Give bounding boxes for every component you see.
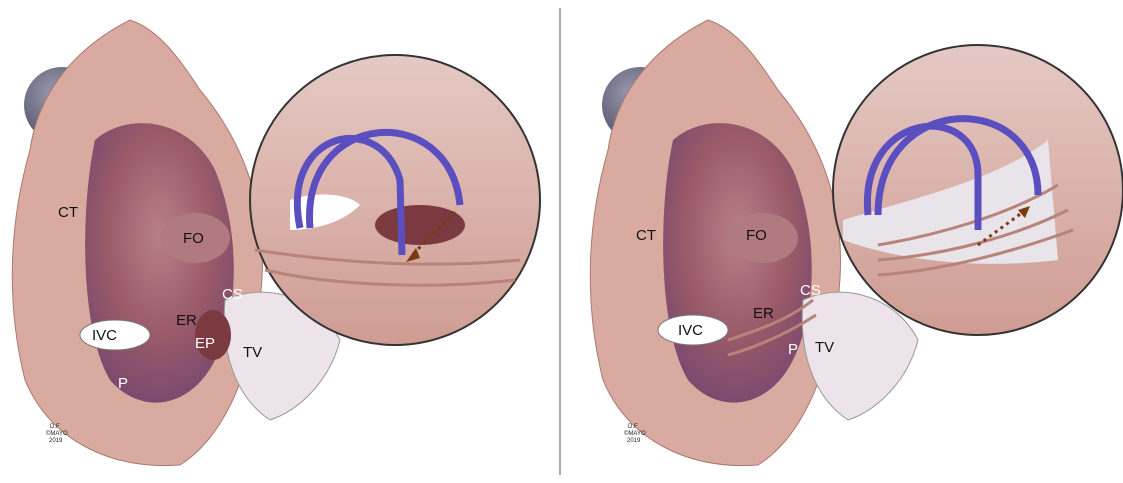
inset-magnified [249, 54, 541, 346]
inset-ep-region [375, 205, 465, 245]
atrium-cavity [663, 123, 812, 403]
label-fo: FO [183, 230, 204, 247]
panel-left: CT FO IVC ER EP CS TV P D.F ©MAYO 2019 [11, 19, 541, 467]
label-cs: CS [800, 282, 821, 299]
catheter-loop [306, 128, 464, 229]
inset-ablation-lines [877, 183, 1074, 277]
atrium-cavity [85, 123, 234, 403]
inset-magnified [832, 44, 1123, 336]
arrow-head-icon [406, 248, 420, 262]
label-er: ER [176, 312, 197, 329]
arrow-head-icon [1018, 206, 1030, 218]
label-p: P [118, 375, 128, 392]
label-tv: TV [815, 339, 834, 356]
signature-initials: D.F [50, 424, 60, 430]
fossa-ovalis [728, 213, 798, 263]
label-ct: CT [58, 204, 78, 221]
label-ep: EP [195, 335, 215, 352]
signature-initials: D.F [628, 424, 638, 430]
ablated-tissue-lines [727, 298, 817, 357]
inset-ridge [843, 140, 1058, 264]
catheter-loop [874, 115, 1042, 216]
tricuspid-valve [801, 291, 919, 421]
label-cs: CS [222, 286, 243, 303]
ablation-arrow [977, 210, 1024, 247]
panel-right: CT FO IVC ER CS TV P D.F ©MAYO 2019 [589, 19, 1123, 467]
label-er: ER [753, 305, 774, 322]
ivc-opening [79, 319, 151, 351]
label-p: P [788, 341, 798, 358]
ablation-arrow [410, 210, 457, 257]
label-ivc: IVC [678, 322, 703, 339]
signature-owner: ©MAYO [624, 430, 646, 437]
ivc-opening [657, 314, 729, 346]
catheter[interactable] [294, 134, 406, 256]
label-tv: TV [243, 344, 262, 361]
ep-region [195, 310, 231, 360]
label-ivc: IVC [92, 327, 117, 344]
label-ct: CT [636, 227, 656, 244]
signature-year: 2019 [49, 438, 63, 444]
fossa-ovalis [160, 213, 230, 263]
label-fo: FO [746, 227, 767, 244]
signature-owner: ©MAYO [46, 430, 68, 437]
signature-year: 2019 [627, 438, 641, 444]
